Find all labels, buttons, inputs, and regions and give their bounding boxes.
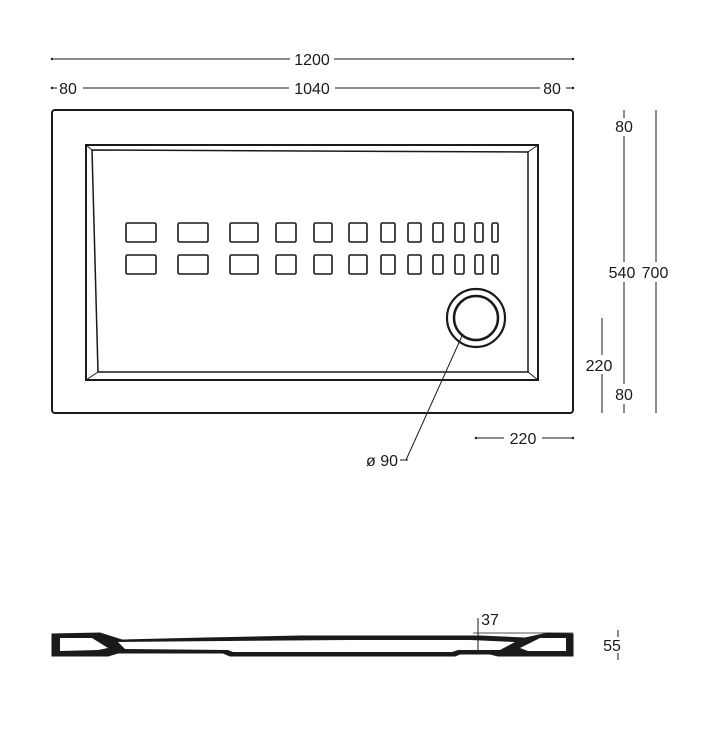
basin-outer-edge [85, 144, 539, 381]
section-rim-right-hollow [520, 638, 566, 651]
grip-pad [348, 222, 368, 243]
dim-base-thickness: 37 [481, 612, 499, 629]
grip-pad [474, 254, 484, 275]
dim-overall-width: 1200 [294, 52, 330, 69]
grip-pad [275, 222, 297, 243]
dim-left-rim: 80 [59, 81, 77, 98]
dimension-section: 37 55 [473, 612, 621, 660]
grip-pad [407, 222, 422, 243]
dimension-drain-offset-x: 220 [474, 431, 575, 448]
grip-pad [177, 254, 209, 275]
grip-pad [125, 222, 157, 243]
dim-right-rim: 80 [543, 81, 561, 98]
dim-drain-offset-y: 220 [586, 358, 613, 375]
grip-pad [474, 222, 484, 243]
grip-pad [491, 254, 499, 275]
dimension-depth-column: 80 540 700 220 80 [586, 110, 669, 413]
grip-pad [348, 254, 368, 275]
dim-top-rim: 80 [615, 119, 633, 136]
grip-pad [454, 254, 465, 275]
dimension-overall-width: 1200 [50, 52, 575, 69]
shower-tray-plan [51, 109, 574, 461]
anti-slip-pattern [125, 222, 499, 275]
grip-pad [454, 222, 465, 243]
section-rim-left-hollow [60, 638, 108, 651]
grip-pad [177, 222, 209, 243]
drain-leader-line [405, 335, 463, 461]
grip-pad [229, 254, 259, 275]
grip-pad [313, 222, 333, 243]
grip-pad [380, 254, 396, 275]
grip-pad [407, 254, 422, 275]
grip-pad [491, 222, 499, 243]
grip-pad [432, 222, 444, 243]
dim-drain-offset-x: 220 [510, 431, 537, 448]
grip-pad [313, 254, 333, 275]
grip-pad [432, 254, 444, 275]
drain [445, 287, 507, 349]
dim-bottom-rim: 80 [615, 387, 633, 404]
basin-inner-edge [91, 149, 529, 373]
dim-drain-diameter: ø 90 [366, 453, 398, 470]
grip-pad [125, 254, 157, 275]
dim-inner-depth: 540 [609, 265, 636, 282]
dimension-inner-width-row: 80 1040 80 [50, 78, 575, 98]
dim-inner-width: 1040 [294, 81, 330, 98]
grip-pad [275, 254, 297, 275]
grip-pad [229, 222, 259, 243]
section-basin-surface [118, 640, 515, 652]
dim-section-height: 55 [603, 638, 621, 655]
tray-outer-outline [51, 109, 574, 414]
shower-tray-section [51, 632, 574, 657]
dimension-drain-diameter: ø 90 [366, 453, 408, 470]
dim-overall-depth: 700 [642, 265, 669, 282]
grip-pad [380, 222, 396, 243]
